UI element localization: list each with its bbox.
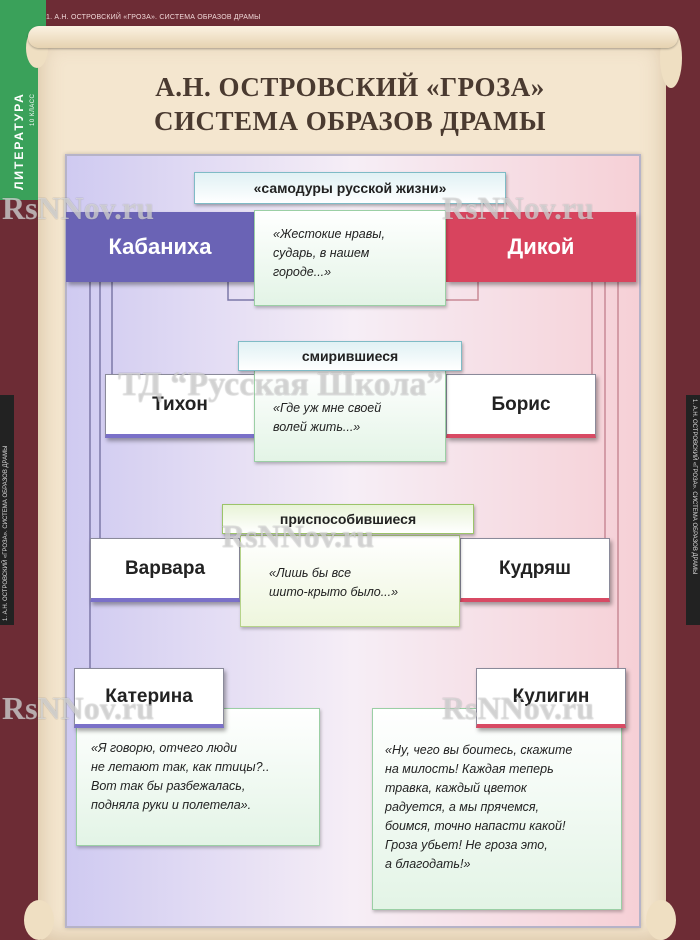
character-katerina: Катерина	[74, 668, 224, 728]
quote-submissive: «Где уж мне своей волей жить...»	[254, 370, 446, 462]
character-dikoy: Дикой	[446, 212, 636, 282]
category-submissive: смирившиеся	[238, 341, 462, 371]
scroll-roll	[646, 900, 676, 940]
character-kabanikha: Кабаниха	[66, 212, 254, 282]
character-kudryash: Кудряш	[460, 538, 610, 602]
quote-kuligin: «Ну, чего вы боитесь, скажите на милость…	[372, 708, 622, 910]
category-tyrants: «самодуры русской жизни»	[194, 172, 506, 204]
scroll-roll-top	[28, 26, 678, 48]
quote-adapted: «Лишь бы все шито-крыто было...»	[240, 535, 460, 627]
category-adapted: приспособившиеся	[222, 504, 474, 534]
character-boris: Борис	[446, 374, 596, 438]
title-line-2: СИСТЕМА ОБРАЗОВ ДРАМЫ	[153, 106, 547, 136]
page-title: А.Н. ОСТРОВСКИЙ «ГРОЗА» СИСТЕМА ОБРАЗОВ …	[48, 70, 652, 138]
title-line-1: А.Н. ОСТРОВСКИЙ «ГРОЗА»	[155, 72, 545, 102]
scroll-roll	[24, 900, 54, 940]
edge-caption-right: 1. А.Н. ОСТРОВСКИЙ «ГРОЗА». СИСТЕМА ОБРА…	[686, 395, 700, 625]
edge-caption-left: 1. А.Н. ОСТРОВСКИЙ «ГРОЗА». СИСТЕМА ОБРА…	[0, 395, 14, 625]
character-kuligin: Кулигин	[476, 668, 626, 728]
quote-tyrants: «Жестокие нравы, сударь, в нашем городе.…	[254, 210, 446, 306]
character-varvara: Варвара	[90, 538, 240, 602]
header-strip: 1. А.Н. ОСТРОВСКИЙ «ГРОЗА». СИСТЕМА ОБРА…	[46, 14, 261, 21]
quote-katerina: «Я говорю, отчего люди не летают так, ка…	[76, 708, 320, 846]
character-tikhon: Тихон	[105, 374, 255, 438]
